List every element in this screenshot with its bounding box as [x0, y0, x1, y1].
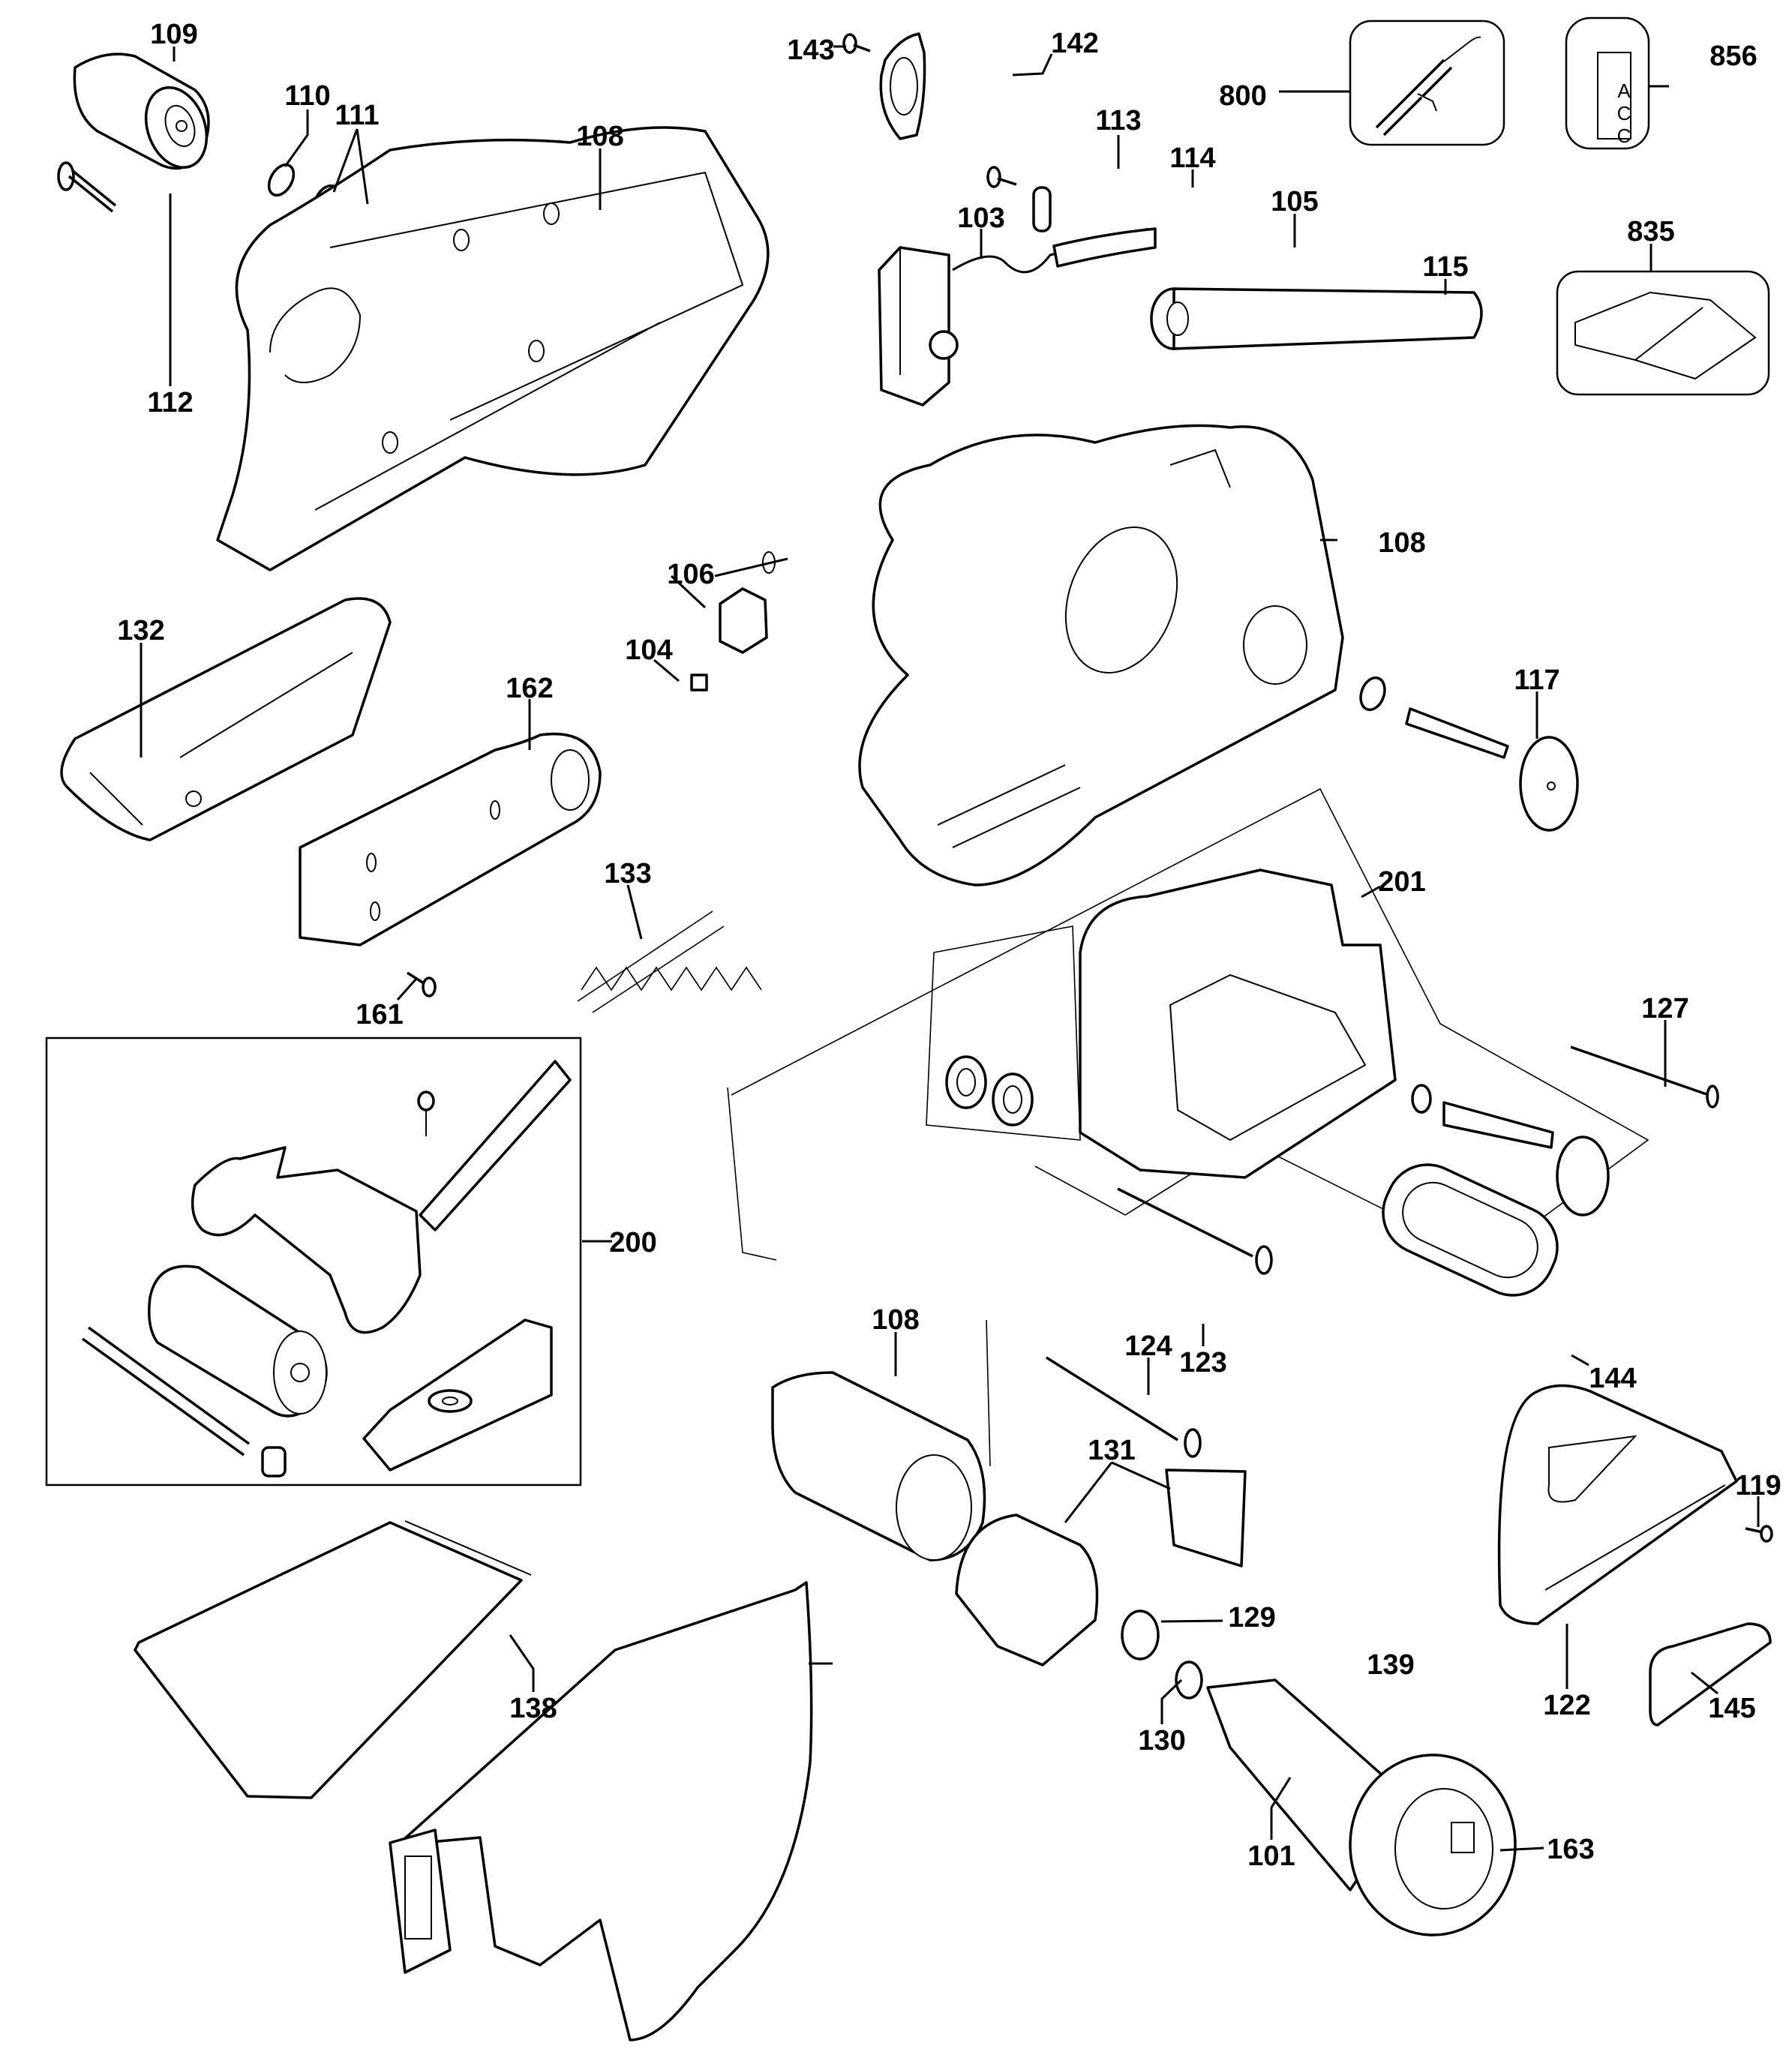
- part-138-platen: [134, 1520, 532, 1799]
- label-132: 132: [117, 615, 164, 646]
- label-200: 200: [609, 1227, 656, 1258]
- label-138: 138: [509, 1693, 557, 1724]
- label-117: 117: [1514, 664, 1559, 696]
- part-103-switch: [878, 246, 959, 406]
- part-106-brush-assembly: [719, 551, 776, 654]
- part-133-spring: [577, 910, 762, 1013]
- label-112: 112: [147, 387, 193, 418]
- part-122-belt-cover: [1497, 1384, 1738, 1625]
- part-109-roller: [73, 52, 210, 170]
- label-108-bottom: 108: [872, 1304, 919, 1336]
- label-133: 133: [604, 858, 651, 890]
- part-117-gear-shaft: [1359, 676, 1579, 832]
- label-145: 145: [1708, 1693, 1755, 1724]
- card-letter-a: A: [1617, 80, 1631, 102]
- label-162: 162: [506, 673, 553, 704]
- part-108-housing-right: [858, 424, 1344, 886]
- part-144-drive-belt: [1382, 1163, 1559, 1297]
- part-143-screw: [842, 33, 871, 54]
- label-115: 115: [1422, 251, 1468, 283]
- part-108-housing-left: [216, 126, 770, 572]
- part-108-field: [727, 1087, 991, 1562]
- part-142-retainer: [879, 32, 926, 140]
- label-201: 201: [1378, 866, 1425, 898]
- part-labels: 109 110 111 108 112 143 142 800 856 113 …: [117, 19, 1781, 1872]
- label-122: 122: [1543, 1690, 1590, 1721]
- label-101: 101: [1247, 1840, 1295, 1872]
- part-856-label-card-box: A C C: [1565, 16, 1650, 150]
- part-130-bearing: [1175, 1660, 1203, 1700]
- part-145-label: [1649, 1622, 1772, 1726]
- label-103: 103: [957, 202, 1004, 234]
- card-letter-c2: C: [1617, 124, 1631, 147]
- part-835-manual-box: [1556, 270, 1770, 396]
- label-111: 111: [335, 100, 379, 131]
- part-124-screw: [1046, 1356, 1202, 1458]
- part-161-screw: [407, 971, 437, 998]
- part-119-screw: [1745, 1525, 1773, 1543]
- part-110-ring: [267, 163, 296, 197]
- label-124: 124: [1124, 1330, 1172, 1362]
- part-132-lever: [60, 597, 392, 842]
- part-139-dust-bag: [389, 1581, 813, 2042]
- label-106: 106: [667, 559, 714, 590]
- part-114-cord-clamp: [1032, 186, 1052, 232]
- part-101-armature: [1206, 1678, 1517, 1936]
- label-104: 104: [625, 634, 672, 666]
- part-115-cord-protector: [1150, 287, 1483, 350]
- label-114: 114: [1169, 142, 1215, 174]
- label-139: 139: [1367, 1649, 1414, 1681]
- label-119: 119: [1735, 1470, 1781, 1502]
- label-108-top: 108: [576, 121, 623, 152]
- label-108-mid: 108: [1378, 527, 1425, 559]
- part-123-screw: [1117, 1187, 1273, 1275]
- label-835: 835: [1627, 216, 1674, 248]
- label-163: 163: [1547, 1834, 1594, 1865]
- part-200-tracking-box: [45, 1036, 582, 1486]
- label-161: 161: [356, 999, 403, 1030]
- label-144: 144: [1589, 1363, 1636, 1394]
- part-131-baffle: [955, 1468, 1247, 1666]
- label-109: 109: [150, 19, 197, 50]
- part-129-bearing: [1121, 1610, 1160, 1660]
- label-127: 127: [1641, 993, 1688, 1024]
- part-800-accessory-box: [1349, 20, 1505, 146]
- label-142: 142: [1051, 28, 1098, 59]
- label-800: 800: [1219, 80, 1266, 112]
- label-143: 143: [787, 34, 834, 66]
- label-105: 105: [1271, 186, 1318, 218]
- label-129: 129: [1228, 1602, 1275, 1634]
- label-113: 113: [1095, 105, 1141, 136]
- part-104-brush: [690, 674, 708, 692]
- card-letter-c1: C: [1617, 102, 1631, 124]
- label-110: 110: [284, 80, 330, 112]
- part-201-gear-case-group: [731, 788, 1649, 1261]
- label-123: 123: [1179, 1347, 1226, 1378]
- part-112-screw: [57, 161, 117, 213]
- part-113-screw: [986, 166, 1017, 188]
- part-162-tension-arm: [299, 732, 602, 946]
- leader-lines: [140, 45, 1760, 1852]
- label-130: 130: [1138, 1725, 1185, 1756]
- part-127-screw: [1570, 1046, 1719, 1108]
- label-856: 856: [1709, 40, 1757, 72]
- label-131: 131: [1088, 1435, 1135, 1466]
- part-105-cord: [952, 227, 1157, 274]
